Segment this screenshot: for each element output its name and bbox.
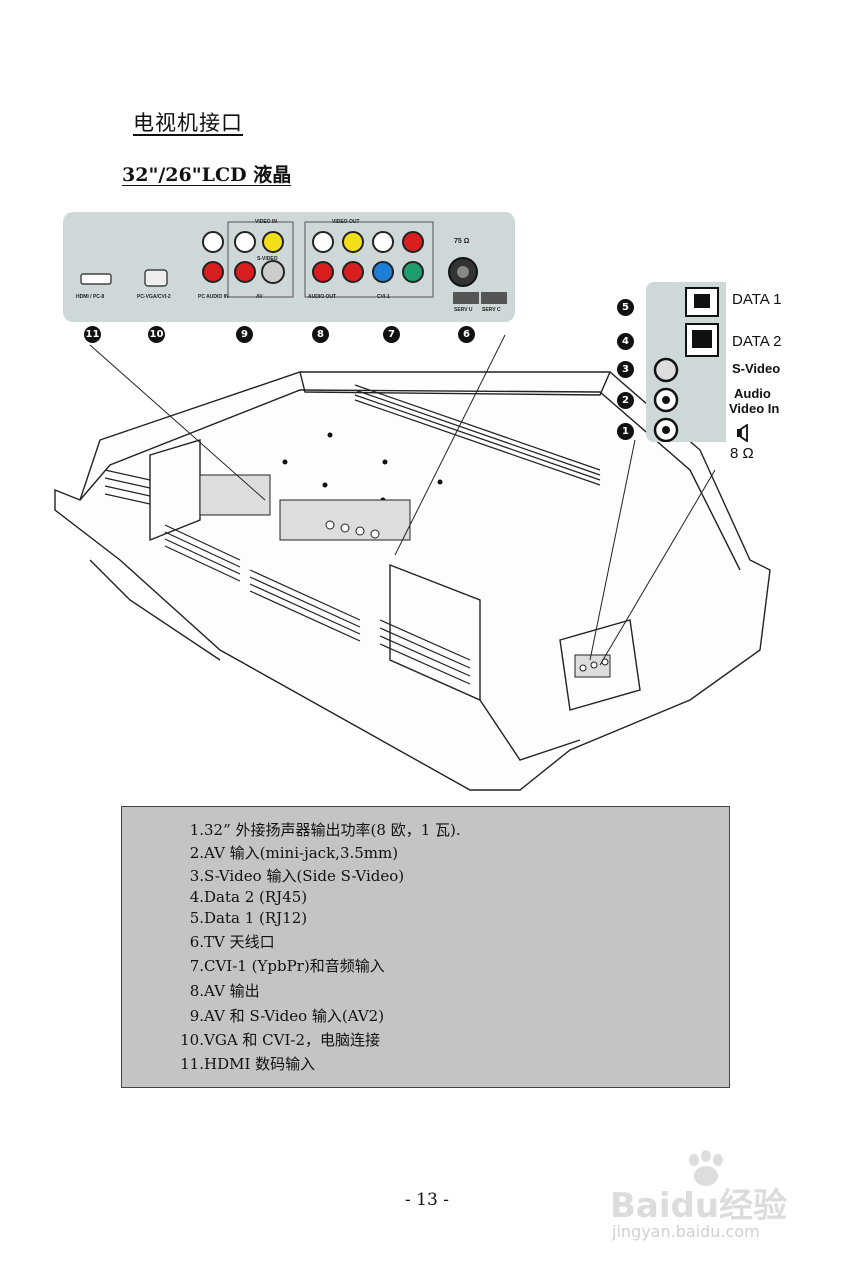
- rear-connector-panel: [63, 212, 515, 322]
- vga-port-icon: [144, 269, 168, 287]
- rear-panel-connectors: [80, 221, 507, 304]
- rca-green-icon: [402, 261, 424, 283]
- callout-6: 6: [458, 326, 475, 343]
- list-text: AV 和 S-Video 输入(AV2): [204, 1007, 385, 1025]
- svideo-label: S-Video: [732, 361, 781, 376]
- list-number: 5.: [189, 909, 204, 927]
- svideo-port-icon: [653, 357, 679, 383]
- callout-9: 9: [236, 326, 253, 343]
- av-group-frame: [227, 221, 294, 298]
- list-text: CVI-1 (YpbPr)和音频输入: [204, 957, 385, 975]
- rca-white-icon: [234, 231, 256, 253]
- list-number: 6.: [189, 933, 204, 951]
- callout-11: 11: [84, 326, 101, 343]
- list-text: TV 天线口: [204, 933, 275, 951]
- section-heading: 电视机接口: [133, 111, 243, 135]
- rca-red-icon: [312, 261, 334, 283]
- port-label: S-VIDEO: [257, 256, 278, 262]
- callout-2: 2: [617, 392, 634, 409]
- connector-block: [199, 474, 611, 678]
- list-text: 32” 外接扬声器输出功率(8 欧，1 瓦).: [204, 821, 461, 839]
- port-label: VIDEO OUT: [332, 219, 360, 225]
- list-number: 3.: [189, 867, 204, 885]
- output-group-frame: [304, 221, 434, 298]
- svideo-port-icon: [261, 260, 285, 284]
- list-number: 1.: [189, 821, 204, 839]
- rca-red-icon: [234, 261, 256, 283]
- port-label: VIDEO IN: [255, 219, 277, 225]
- port-label: AUDIO OUT: [308, 294, 337, 300]
- port-label: AV: [256, 294, 263, 300]
- hdmi-port-icon: [80, 273, 112, 285]
- rca-red-icon: [402, 231, 424, 253]
- list-number: 2.: [189, 844, 204, 862]
- callout-1: 1: [617, 423, 634, 440]
- list-number: 9.: [189, 1007, 204, 1025]
- port-label: PC-VGA/CVI-2: [137, 294, 171, 300]
- paw-logo-icon: [689, 1150, 723, 1186]
- connector-list-box: 1. 32” 外接扬声器输出功率(8 欧，1 瓦). 2. AV 输入(mini…: [121, 806, 730, 1088]
- rca-yellow-icon: [342, 231, 364, 253]
- list-text: AV 输出: [204, 982, 260, 1000]
- list-text: AV 输入(mini-jack,3.5mm): [204, 844, 399, 862]
- list-text: VGA 和 CVI-2，电脑连接: [204, 1031, 381, 1049]
- tv-rear-illustration: [54, 334, 771, 791]
- port-label: 75 Ω: [454, 238, 470, 245]
- rca-white-icon: [372, 231, 394, 253]
- port-label: CVI-1: [377, 294, 390, 300]
- vent-grilles: [104, 384, 601, 685]
- list-number: 11.: [180, 1055, 204, 1073]
- page-number: - 13 -: [405, 1190, 449, 1210]
- speaker-icon: [737, 424, 748, 442]
- port-label: SERV U: [454, 307, 473, 313]
- callout-5: 5: [617, 299, 634, 316]
- list-text: Data 1 (RJ12): [204, 909, 308, 927]
- video-in-label: Video In: [729, 401, 780, 416]
- rca-red-icon: [342, 261, 364, 283]
- rca-red-icon: [202, 261, 224, 283]
- rca-white-icon: [202, 231, 224, 253]
- rca-white-icon: [312, 231, 334, 253]
- callout-10: 10: [148, 326, 165, 343]
- serv-c-port-icon: [481, 292, 507, 304]
- list-text: HDMI 数码输入: [204, 1055, 316, 1073]
- watermark-url: jingyan.baidu.com: [612, 1222, 760, 1241]
- port-label: HDMI / PC-8: [76, 294, 105, 300]
- data1-label: DATA 1: [732, 291, 782, 308]
- serv-u-port-icon: [453, 292, 479, 304]
- watermark-logo-text: Baidu经验: [610, 1186, 788, 1226]
- data2-label: DATA 2: [732, 333, 782, 350]
- baidu-watermark: Baidu经验 jingyan.baidu.com: [600, 1150, 810, 1250]
- list-number: 10.: [180, 1031, 204, 1049]
- model-subheading: 32"/26"LCD 液晶: [122, 164, 292, 186]
- list-number: 7.: [189, 957, 204, 975]
- side-panel-connectors: [653, 287, 719, 442]
- list-text: Data 2 (RJ45): [204, 888, 308, 906]
- callout-4: 4: [617, 333, 634, 350]
- rca-yellow-icon: [262, 231, 284, 253]
- callout-8: 8: [312, 326, 329, 343]
- audio-label: Audio: [734, 386, 771, 401]
- callout-7: 7: [383, 326, 400, 343]
- list-number: 4.: [189, 888, 204, 906]
- list-number: 8.: [189, 982, 204, 1000]
- port-label: PC AUDIO IN: [198, 294, 229, 300]
- callout-3: 3: [617, 361, 634, 378]
- list-text: S-Video 输入(Side S-Video): [204, 867, 405, 885]
- ohm-label: 8 Ω: [730, 445, 754, 462]
- data1-port-icon: [685, 287, 719, 317]
- port-label: SERV C: [482, 307, 501, 313]
- rca-blue-icon: [372, 261, 394, 283]
- leader-lines: [89, 334, 716, 666]
